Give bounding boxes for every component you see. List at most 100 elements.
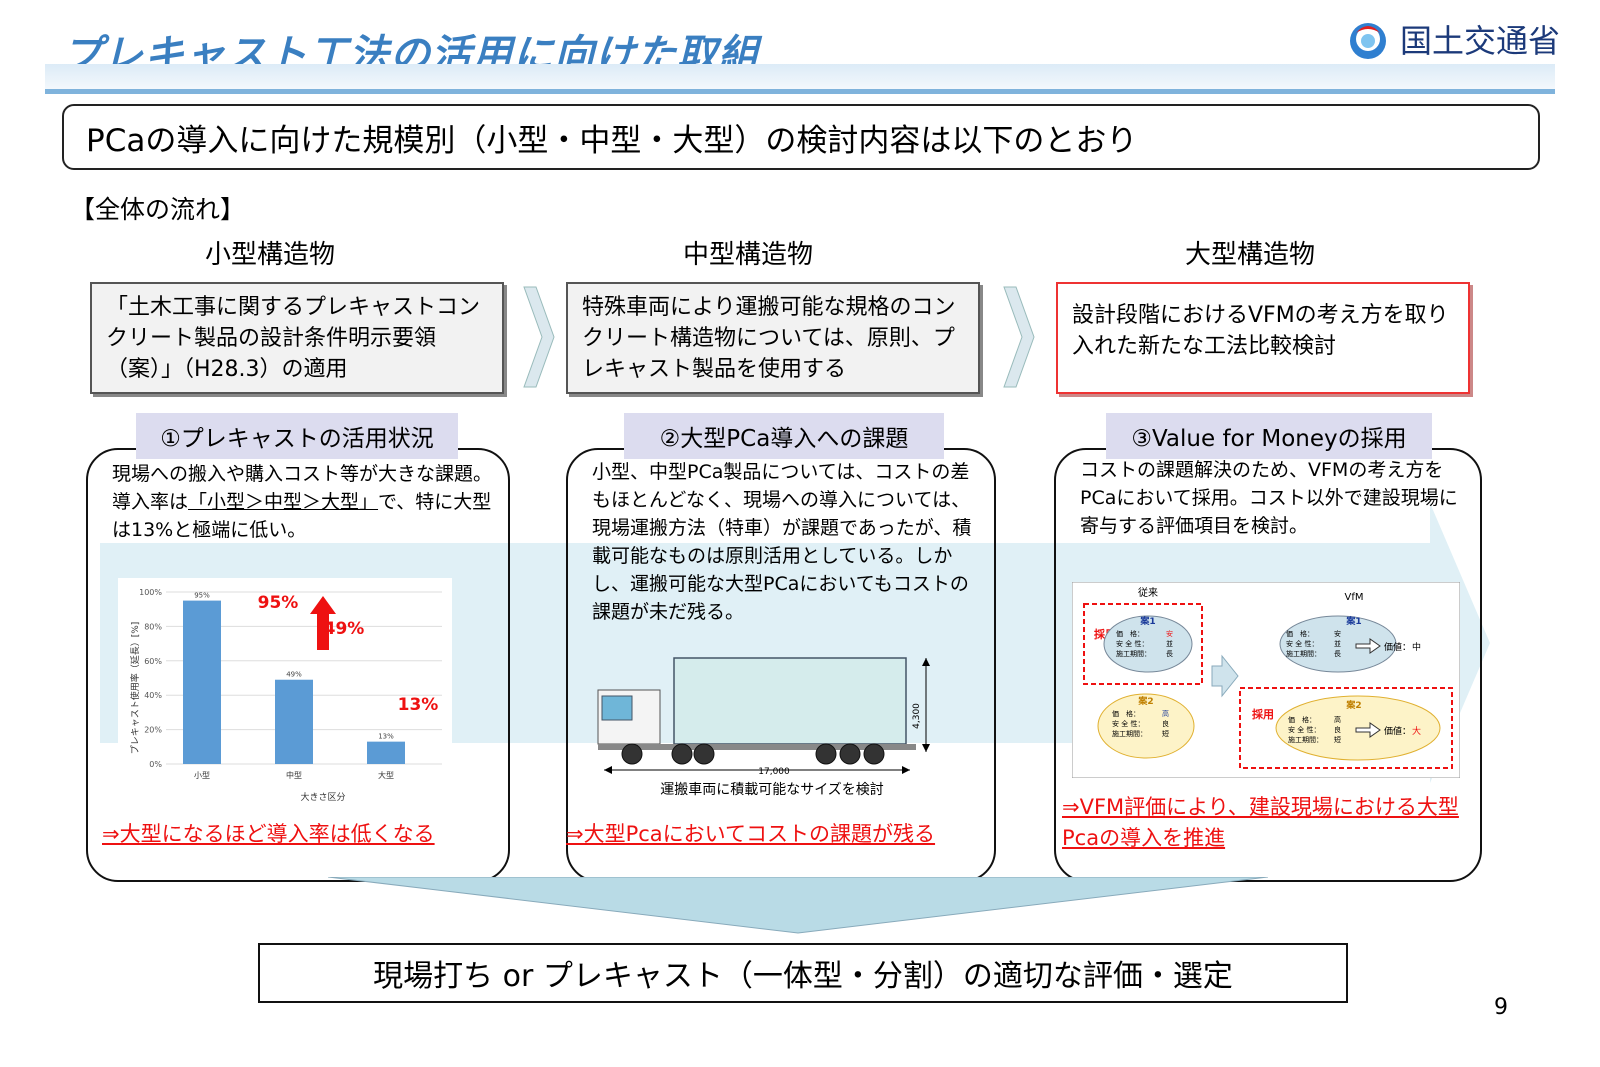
conclusion-medium: ⇒大型Pcaにおいてコストの課題が残る: [566, 822, 936, 846]
truck-chassis: [598, 744, 916, 750]
chart-category-label: 中型: [286, 770, 302, 780]
left-plan1-safety: 並: [1166, 639, 1173, 648]
right-plan1-value-label: 価値：: [1384, 641, 1411, 653]
price-label: 価 格：: [1288, 715, 1316, 724]
ministry-name: 国土交通省: [1399, 22, 1560, 60]
safety-label: 安 全 性：: [1112, 719, 1144, 728]
chart-x-labels: 小型 中型 大型: [194, 770, 394, 780]
price-label: 価 格：: [1116, 629, 1144, 638]
conclusion-large: ⇒VFM評価により、建設現場における大型Pcaの導入を推進: [1062, 795, 1459, 850]
chart-highlight-label: 95%: [258, 593, 299, 613]
category-large: 大型構造物: [1185, 240, 1316, 270]
dim-arrow-icon: [604, 766, 612, 774]
usage-rate-bar-chart: 0%20%40%60%80%100% 95%49%13% 小型中型大型 大きさ区…: [118, 578, 452, 806]
safety-label: 安 全 性：: [1116, 639, 1148, 648]
plan1-label-right: 案1: [1345, 615, 1361, 627]
panel-small-text2b: で、特に大型は13%と極端に低い。: [112, 491, 492, 541]
period-label: 施工期間：: [1112, 729, 1147, 738]
flow-label: 【全体の流れ】: [70, 195, 246, 224]
right-plan1-value: 中: [1412, 641, 1421, 653]
right-plan1-safety: 並: [1334, 639, 1341, 648]
plan2-ellipse-left: [1097, 693, 1195, 759]
top-box-large: 設計段階におけるVFMの考え方を取り入れた新たな工法比較検討: [1056, 282, 1470, 394]
down-arrow-icon: [328, 877, 1268, 934]
left-plan2-price: 高: [1162, 709, 1169, 718]
chart-y-tick-label: 20%: [144, 726, 162, 735]
period-label: 施工期間：: [1116, 649, 1151, 658]
period-label: 施工期間：: [1288, 735, 1323, 744]
right-plan2-value: 大: [1412, 725, 1421, 737]
chart-data-label: 95%: [194, 592, 210, 600]
plan1-ellipse-left: [1103, 615, 1193, 673]
chart-y-axis-label: プレキャスト使用率（延長）[%]: [129, 622, 141, 755]
panel-medium-text: 小型、中型PCa製品については、コストの差もほとんどなく、現場への導入については…: [592, 461, 972, 623]
panel-title-large: ③Value for Moneyの採用: [1106, 413, 1432, 459]
truck-length-label: 17,000: [758, 767, 790, 777]
adopted-frame-right: [1239, 687, 1453, 769]
price-label: 価 格：: [1112, 709, 1140, 718]
chart-category-label: 大型: [378, 770, 394, 780]
price-label: 価 格：: [1286, 629, 1314, 638]
final-conclusion-box: 現場打ち or プレキャスト（一体型・分割）の適切な評価・選定: [258, 943, 1348, 1003]
panel-small-text2a: 導入率は: [112, 491, 189, 513]
vfm-left-title: 従来: [1138, 586, 1158, 599]
category-medium: 中型構造物: [683, 240, 814, 270]
left-plan1-price: 安: [1166, 629, 1173, 638]
safety-label: 安 全 性：: [1288, 725, 1320, 734]
dim-arrow-icon: [902, 766, 910, 774]
chevron-right-icon: [1003, 286, 1035, 388]
summary-box: PCaの導入に向けた規模別（小型・中型・大型）の検討内容は以下のとおり: [62, 104, 1540, 170]
plan1-ellipse-right: [1279, 615, 1397, 673]
chart-highlight-labels: 95%49%13%: [258, 593, 439, 715]
left-plan2-period: 短: [1162, 729, 1169, 738]
cargo-container: [673, 657, 907, 745]
category-small: 小型構造物: [205, 240, 336, 270]
chart-y-tick-label: 40%: [144, 691, 162, 700]
up-arrow-icon: [310, 596, 336, 650]
panel-small-text1: 現場への搬入や購入コスト等が大きな課題。: [112, 463, 493, 485]
panel-small-text: 現場への搬入や購入コスト等が大きな課題。 導入率は「小型＞中型＞大型」で、特に大…: [112, 460, 492, 544]
chart-highlight-label: 49%: [324, 619, 365, 639]
chart-category-label: 小型: [194, 771, 210, 780]
dim-arrow-icon: [922, 744, 930, 752]
chart-y-ticks: 0%20%40%60%80%100%: [139, 588, 162, 769]
right-plan1-period: 長: [1334, 650, 1341, 658]
chevron-right-icon: [523, 286, 555, 388]
arrow-right-icon: [1355, 722, 1381, 738]
chart-bar: [183, 600, 221, 764]
panel-title-medium: ②大型PCa導入への課題: [624, 413, 944, 459]
truck-wheels: [621, 743, 885, 765]
safety-label: 安 全 性：: [1286, 639, 1318, 648]
chart-y-tick-label: 0%: [149, 760, 162, 769]
plan1-label-left: 案1: [1139, 615, 1155, 627]
chart-data-label: 49%: [286, 671, 302, 679]
right-plan1-price: 安: [1334, 629, 1341, 638]
page-number: 9: [1494, 995, 1508, 1020]
conclusion-small: ⇒大型になるほど導入率は低くなる: [102, 822, 435, 846]
chart-x-axis-label: 大きさ区分: [300, 791, 345, 803]
left-plan1-period: 長: [1166, 650, 1173, 658]
plan2-label-left: 案2: [1137, 695, 1153, 707]
right-plan2-value-label: 価値：: [1384, 725, 1411, 737]
right-plan2-period: 短: [1334, 735, 1341, 744]
chart-bars: 95%49%13%: [183, 592, 405, 764]
panel-title-small: ①プレキャストの活用状況: [136, 413, 458, 459]
vfm-comparison-figure: 従来 VfM 採用 案1 価 格： 安 安 全 性： 並 施工期間： 長 案2 …: [1072, 582, 1460, 778]
ministry-logo-block: 国土交通省: [1346, 16, 1560, 62]
chart-y-tick-label: 100%: [139, 588, 162, 597]
chart-bar: [367, 741, 405, 764]
top-box-small: 「土木工事に関するプレキャストコンクリート製品の設計条件明示要領（案）」（H28…: [90, 282, 504, 394]
chart-bar: [275, 679, 313, 764]
truck-window: [601, 695, 633, 721]
vfm-right-title: VfM: [1345, 592, 1364, 603]
ministry-emblem-icon: [1349, 23, 1386, 59]
panel-small-text2u: 「小型＞中型＞大型」: [188, 491, 379, 513]
title-underline-bar: [45, 64, 1555, 94]
truck-caption: 運搬車両に積載可能なサイズを検討: [660, 781, 884, 798]
left-plan2-safety: 良: [1162, 719, 1169, 728]
vfm-adopt-label-right: 採用: [1252, 707, 1274, 721]
arrow-right-icon: [1355, 638, 1381, 654]
arrow-right-icon: [1211, 654, 1239, 698]
trailer-truck-illustration: 4,300 17,000 運搬車両に積載可能なサイズを検討: [597, 657, 930, 798]
chart-y-tick-label: 80%: [144, 622, 162, 631]
